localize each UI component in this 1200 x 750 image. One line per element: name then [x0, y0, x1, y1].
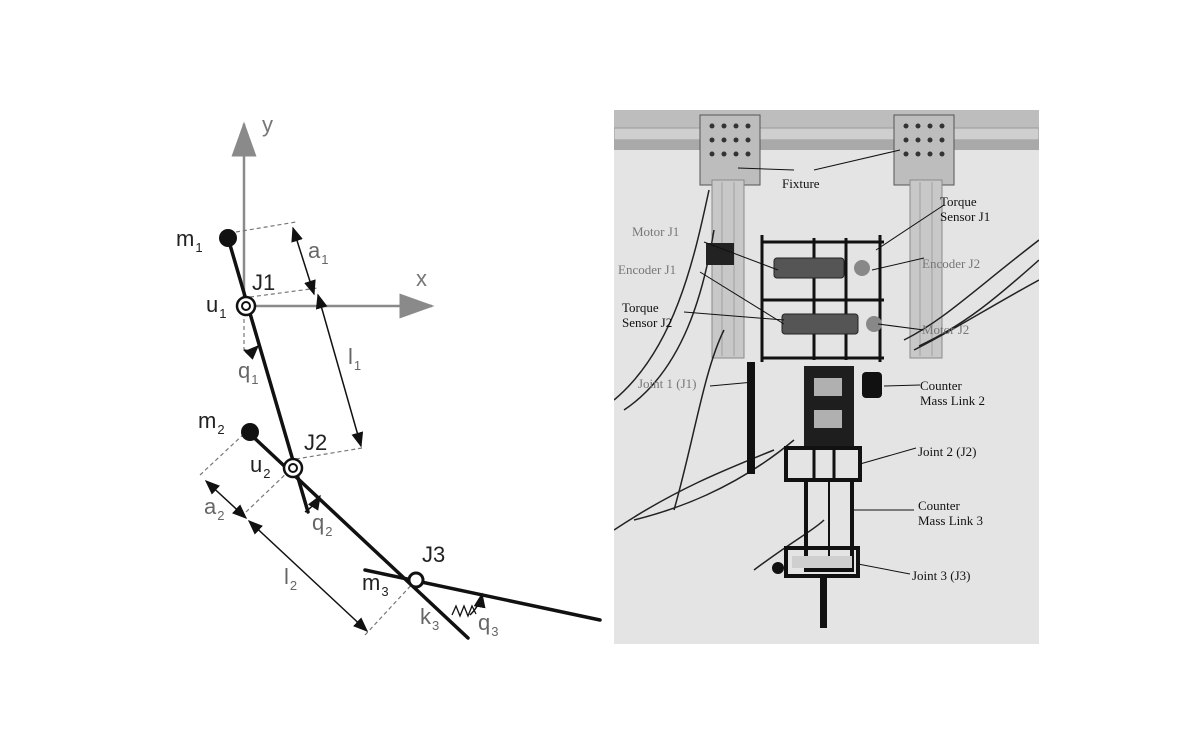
angle-arc-q3 [469, 592, 486, 616]
label-motor-j2: Motor J2 [922, 322, 970, 337]
label-encoder-j1: Encoder J1 [618, 262, 677, 277]
mass-m1 [219, 229, 237, 247]
mass-label-m2: m2 [198, 408, 225, 437]
label-joint-2: Joint 2 (J2) [918, 444, 977, 459]
offset-label-a2: a2 [204, 494, 225, 523]
setup-photo-drawing [614, 110, 1039, 644]
angle-label-q2: q2 [312, 510, 333, 539]
dimension-arrows [204, 226, 486, 633]
joint-label-j2: J2 [304, 430, 328, 455]
angle-label-q3: q3 [478, 610, 499, 639]
label-joint-3: Joint 3 (J3) [912, 568, 971, 583]
mass-label-m1: m1 [176, 226, 203, 255]
length-label-l2: l2 [284, 564, 298, 593]
joint-label-j3: J3 [422, 542, 446, 567]
joint-j2 [282, 457, 304, 479]
dim-a2 [204, 479, 248, 520]
label-joint-1: Joint 1 (J1) [638, 376, 697, 391]
spring-label-k3: k3 [420, 604, 440, 633]
mass-label-m3: m3 [362, 570, 389, 599]
angle-label-q1: q1 [238, 358, 259, 387]
label-encoder-j2: Encoder J2 [922, 256, 981, 271]
length-label-l1: l1 [348, 344, 362, 373]
kinematic-schematic [199, 121, 602, 640]
input-label-u2: u2 [250, 452, 271, 481]
mass-m2 [241, 423, 259, 441]
input-label-u1: u1 [206, 292, 227, 321]
angle-arc-q1 [243, 344, 260, 360]
joint-label-j1: J1 [252, 270, 276, 295]
axis-label-y: y [262, 112, 273, 137]
dim-l1 [315, 293, 364, 448]
dim-l2 [247, 519, 369, 633]
joint-j1 [235, 295, 257, 317]
dim-a1 [291, 226, 316, 296]
axis-label-x: x [416, 266, 427, 291]
label-motor-j1: Motor J1 [632, 224, 680, 239]
angle-arc-q2 [304, 494, 321, 513]
spring-k3 [451, 604, 477, 618]
label-fixture: Fixture [782, 176, 820, 191]
offset-label-a1: a1 [308, 238, 329, 267]
joint-j3 [407, 571, 425, 589]
